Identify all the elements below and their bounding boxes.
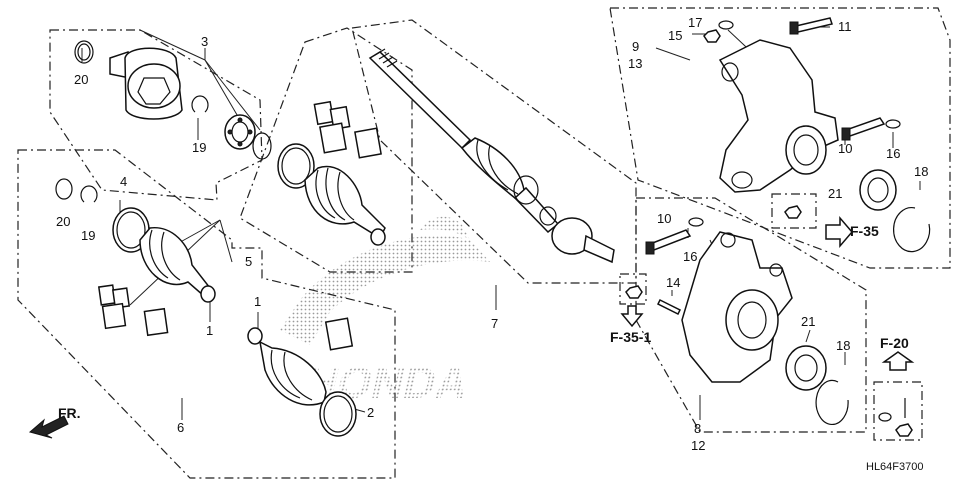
boot-band-small-left bbox=[200, 285, 216, 303]
washer-17 bbox=[718, 20, 734, 30]
drive-shaft bbox=[368, 48, 615, 264]
nut-f351 bbox=[625, 285, 643, 299]
washer-16-lower bbox=[688, 217, 704, 227]
snap-ring-20-left bbox=[55, 178, 73, 200]
grease-packet-center bbox=[324, 317, 354, 351]
inner-boot bbox=[304, 165, 386, 240]
nut-f35 bbox=[784, 205, 802, 219]
callout-8: 8 bbox=[694, 421, 701, 436]
callout-5: 5 bbox=[245, 254, 252, 269]
knuckle bbox=[718, 39, 839, 193]
grease-packets-top bbox=[313, 100, 382, 159]
stud-14 bbox=[656, 298, 682, 316]
grease-packets-left bbox=[97, 284, 169, 337]
callouts: 3 20 19 4 20 19 5 1 1 2 6 7 9 13 17 15 1… bbox=[56, 15, 928, 453]
f20-hardware bbox=[878, 398, 913, 437]
bearing-21-lower bbox=[785, 345, 827, 391]
f35-reference: F-35 bbox=[771, 193, 879, 249]
bolt-10-lower bbox=[645, 229, 692, 255]
callout-16-lower: 16 bbox=[683, 249, 697, 264]
callout-2: 2 bbox=[367, 405, 374, 420]
callout-1-left: 1 bbox=[206, 323, 213, 338]
snap-ring-19-left bbox=[80, 185, 98, 203]
bolt-11 bbox=[789, 17, 833, 35]
callout-21-upper: 21 bbox=[828, 186, 842, 201]
svg-text:F-35-1: F-35-1 bbox=[610, 329, 651, 345]
front-direction-arrow: FR. bbox=[28, 405, 81, 439]
knuckle-group-box bbox=[609, 7, 951, 269]
callout-3: 3 bbox=[201, 34, 208, 49]
callout-6: 6 bbox=[177, 420, 184, 435]
callout-10-upper: 10 bbox=[838, 141, 852, 156]
callout-9: 9 bbox=[632, 39, 639, 54]
washer-16-upper bbox=[885, 119, 901, 129]
svg-text:F-20: F-20 bbox=[880, 335, 909, 351]
callout-10-lower: 10 bbox=[657, 211, 671, 226]
boot-band-2 bbox=[319, 391, 357, 437]
callout-12: 12 bbox=[691, 438, 705, 453]
boot-band-small-bottom bbox=[247, 327, 263, 345]
callout-17: 17 bbox=[688, 15, 702, 30]
callout-4: 4 bbox=[120, 174, 127, 189]
f20-hardware-box bbox=[873, 381, 923, 441]
inner-joint-group-box bbox=[49, 29, 263, 201]
hub-carrier bbox=[681, 231, 793, 383]
snap-ring-19-top bbox=[191, 95, 209, 113]
callout-18-lower: 18 bbox=[836, 338, 850, 353]
callout-11: 11 bbox=[838, 19, 852, 34]
circlip-18-lower bbox=[815, 379, 849, 426]
callout-14: 14 bbox=[666, 275, 680, 290]
outer-boot-bottom bbox=[258, 340, 327, 406]
callout-18-upper: 18 bbox=[914, 164, 928, 179]
callout-7: 7 bbox=[491, 316, 498, 331]
callout-20-left: 20 bbox=[56, 214, 70, 229]
f351-reference: F-35-1 bbox=[610, 273, 651, 345]
callout-20-top: 20 bbox=[74, 72, 88, 87]
diagram-code: HL64F3700 bbox=[866, 461, 924, 473]
callout-1-right: 1 bbox=[254, 294, 261, 309]
bearing-cage bbox=[224, 114, 256, 150]
circlip-18-upper bbox=[893, 207, 931, 253]
callout-19-left: 19 bbox=[81, 228, 95, 243]
inner-cv-joint bbox=[109, 47, 183, 120]
callout-21-lower: 21 bbox=[801, 314, 815, 329]
svg-text:F-35: F-35 bbox=[850, 223, 879, 239]
svg-text:FR.: FR. bbox=[58, 405, 81, 421]
callout-13: 13 bbox=[628, 56, 642, 71]
boot-band-left bbox=[277, 143, 315, 189]
boot-band-small-right bbox=[370, 228, 386, 246]
callout-15: 15 bbox=[668, 28, 682, 43]
nut-15 bbox=[703, 29, 721, 43]
circlip-3 bbox=[252, 132, 272, 160]
callout-16-upper: 16 bbox=[886, 146, 900, 161]
bolt-10-upper bbox=[841, 117, 886, 141]
bearing-21-upper bbox=[859, 169, 897, 211]
boot-kit-group-box bbox=[239, 27, 413, 273]
snap-ring-20-top bbox=[74, 40, 94, 64]
f20-reference: F-20 bbox=[880, 335, 915, 371]
outboard-joint-group-box bbox=[17, 149, 396, 479]
callout-19-top: 19 bbox=[192, 140, 206, 155]
